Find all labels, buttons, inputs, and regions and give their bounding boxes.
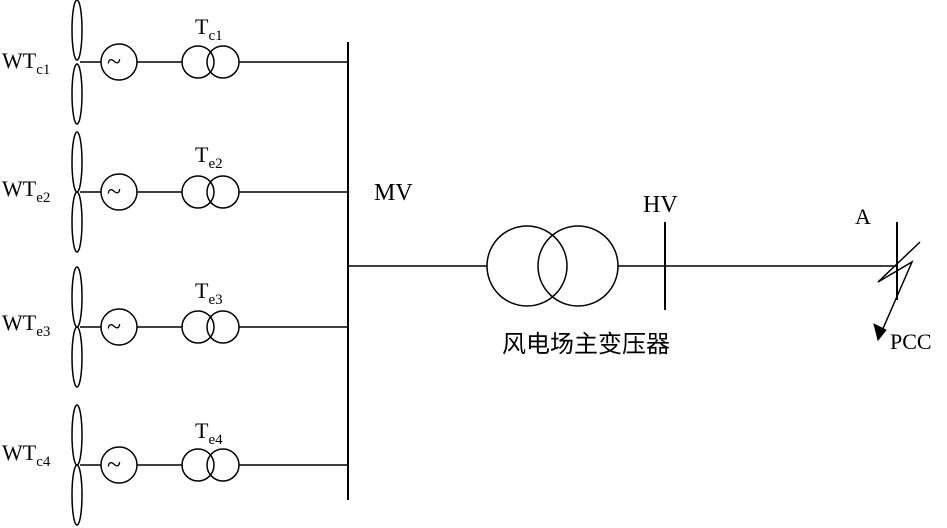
turbine-label: WTc4	[2, 440, 51, 470]
svg-text:~: ~	[107, 312, 121, 341]
generator-icon: ~	[100, 446, 138, 484]
fault-lightning-icon	[873, 241, 921, 342]
wind-turbine-blades-icon	[71, 266, 83, 388]
transformer-label: Tc1	[195, 14, 223, 44]
main-transformer-icon	[486, 225, 619, 307]
turbine-row-3: WTe3 ~ Te3	[2, 266, 348, 388]
transformer-icon	[181, 175, 240, 209]
main-transformer-label: 风电场主变压器	[502, 330, 670, 358]
mv-label: MV	[374, 180, 413, 206]
generator-icon: ~	[100, 43, 138, 81]
turbine-label: WTc1	[2, 48, 50, 78]
wind-turbine-blades-icon	[71, 0, 83, 125]
turbine-label: WTe3	[2, 310, 50, 340]
transformer-label: Te3	[195, 278, 223, 308]
transformer-icon	[181, 310, 240, 344]
turbine-label: WTe2	[2, 176, 50, 206]
transformer-icon	[181, 448, 240, 482]
hv-label: HV	[643, 192, 678, 218]
transformer-icon	[181, 45, 240, 79]
svg-text:~: ~	[107, 450, 121, 479]
generator-icon: ~	[100, 173, 138, 211]
turbine-row-2: WTe2 ~ Te2	[2, 131, 348, 253]
wind-turbine-blades-icon	[71, 131, 83, 253]
svg-text:~: ~	[107, 177, 121, 206]
generator-icon: ~	[100, 308, 138, 346]
transformer-label: Te4	[195, 418, 223, 448]
fault-point-label: A	[855, 204, 871, 229]
turbine-row-4: WTc4 ~ Te4	[2, 404, 348, 526]
pcc-label: PCC	[890, 329, 932, 354]
transformer-label: Te2	[195, 142, 223, 172]
wind-turbine-blades-icon	[71, 404, 83, 526]
turbine-row-1: WTc1 ~ Tc1	[2, 0, 348, 125]
svg-text:~: ~	[107, 47, 121, 76]
